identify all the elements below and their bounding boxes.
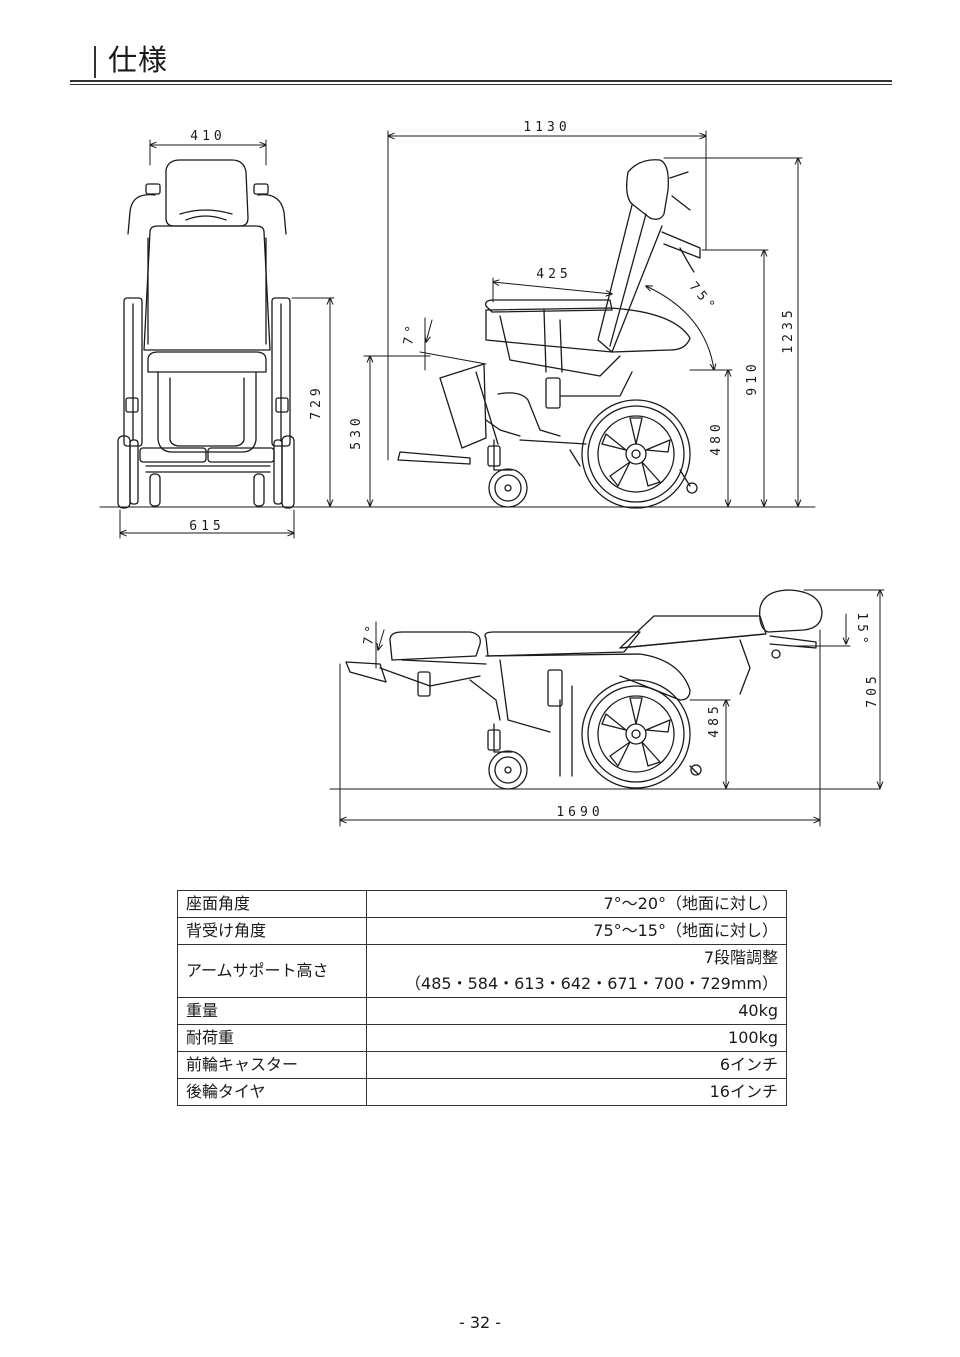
dim-410: 410 (190, 129, 225, 144)
title-rule-thick (70, 80, 892, 82)
wheelchair-technical-drawing: 410 615 729 530 1130 425 75° 7° 480 910 … (99, 120, 885, 827)
dim-729: 729 (309, 384, 324, 419)
dim-485: 485 (707, 702, 722, 737)
dim-615: 615 (189, 519, 224, 534)
front-view (117, 159, 295, 509)
spec-label: 前輪キャスター (177, 1051, 367, 1079)
table-row: 背受け角度 75°～15°（地面に対し） (177, 917, 787, 945)
dim-1130: 1130 (523, 120, 570, 135)
spec-value: 40kg (366, 997, 787, 1025)
spec-value: 16インチ (366, 1078, 787, 1106)
dim-1690: 1690 (556, 805, 603, 820)
spec-value: 6インチ (366, 1051, 787, 1079)
angle-7-side: 7° (401, 320, 420, 346)
reclined-dimension-lines (329, 590, 885, 827)
page-title: 仕様 (108, 43, 169, 77)
spec-value-line1: 7段階調整 (703, 948, 778, 967)
spec-value: 7段階調整 （485・584・613・642・671・700・729mm） (366, 944, 787, 998)
side-view (397, 159, 701, 509)
dim-705: 705 (865, 672, 880, 707)
table-row: 重量 40kg (177, 997, 787, 1025)
spec-value: 7°～20°（地面に対し） (366, 890, 787, 918)
title-accent-bar (94, 46, 96, 78)
title-rule (70, 0, 892, 90)
angle-15: 15° (854, 612, 869, 647)
spec-label: 座面角度 (177, 890, 367, 918)
dimension-labels: 410 615 729 530 1130 425 75° 7° 480 910 … (189, 120, 880, 820)
dim-480: 480 (709, 420, 724, 455)
spec-value: 75°～15°（地面に対し） (366, 917, 787, 945)
angle-7-recline: 7° (361, 620, 380, 646)
dim-425: 425 (536, 267, 571, 282)
page-header: 仕様 (70, 40, 892, 84)
table-row: 後輪タイヤ 16インチ (177, 1078, 787, 1106)
side-dimension-lines (388, 130, 803, 506)
table-row: 耐荷重 100kg (177, 1024, 787, 1052)
spec-label: 耐荷重 (177, 1024, 367, 1052)
spec-value: 100kg (366, 1024, 787, 1052)
dim-910: 910 (745, 360, 760, 395)
reclined-view (345, 589, 823, 790)
spec-label: 重量 (177, 997, 367, 1025)
angle-75: 75° (686, 279, 720, 316)
title-rule-thin (70, 84, 892, 85)
front-dimension-lines (99, 139, 816, 539)
table-row: アームサポート高さ 7段階調整 （485・584・613・642・671・700… (177, 944, 787, 998)
spec-value-line2: （485・584・613・642・671・700・729mm） (405, 974, 778, 993)
spec-label: 後輪タイヤ (177, 1078, 367, 1106)
spec-label: 背受け角度 (177, 917, 367, 945)
dim-530: 530 (349, 414, 364, 449)
table-row: 前輪キャスター 6インチ (177, 1051, 787, 1079)
spec-label: アームサポート高さ (177, 944, 367, 998)
page-number: - 32 - (458, 1313, 502, 1332)
dim-1235: 1235 (781, 306, 796, 353)
table-row: 座面角度 7°～20°（地面に対し） (177, 890, 787, 918)
spec-table: 座面角度 7°～20°（地面に対し） 背受け角度 75°～15°（地面に対し） … (177, 890, 787, 1106)
